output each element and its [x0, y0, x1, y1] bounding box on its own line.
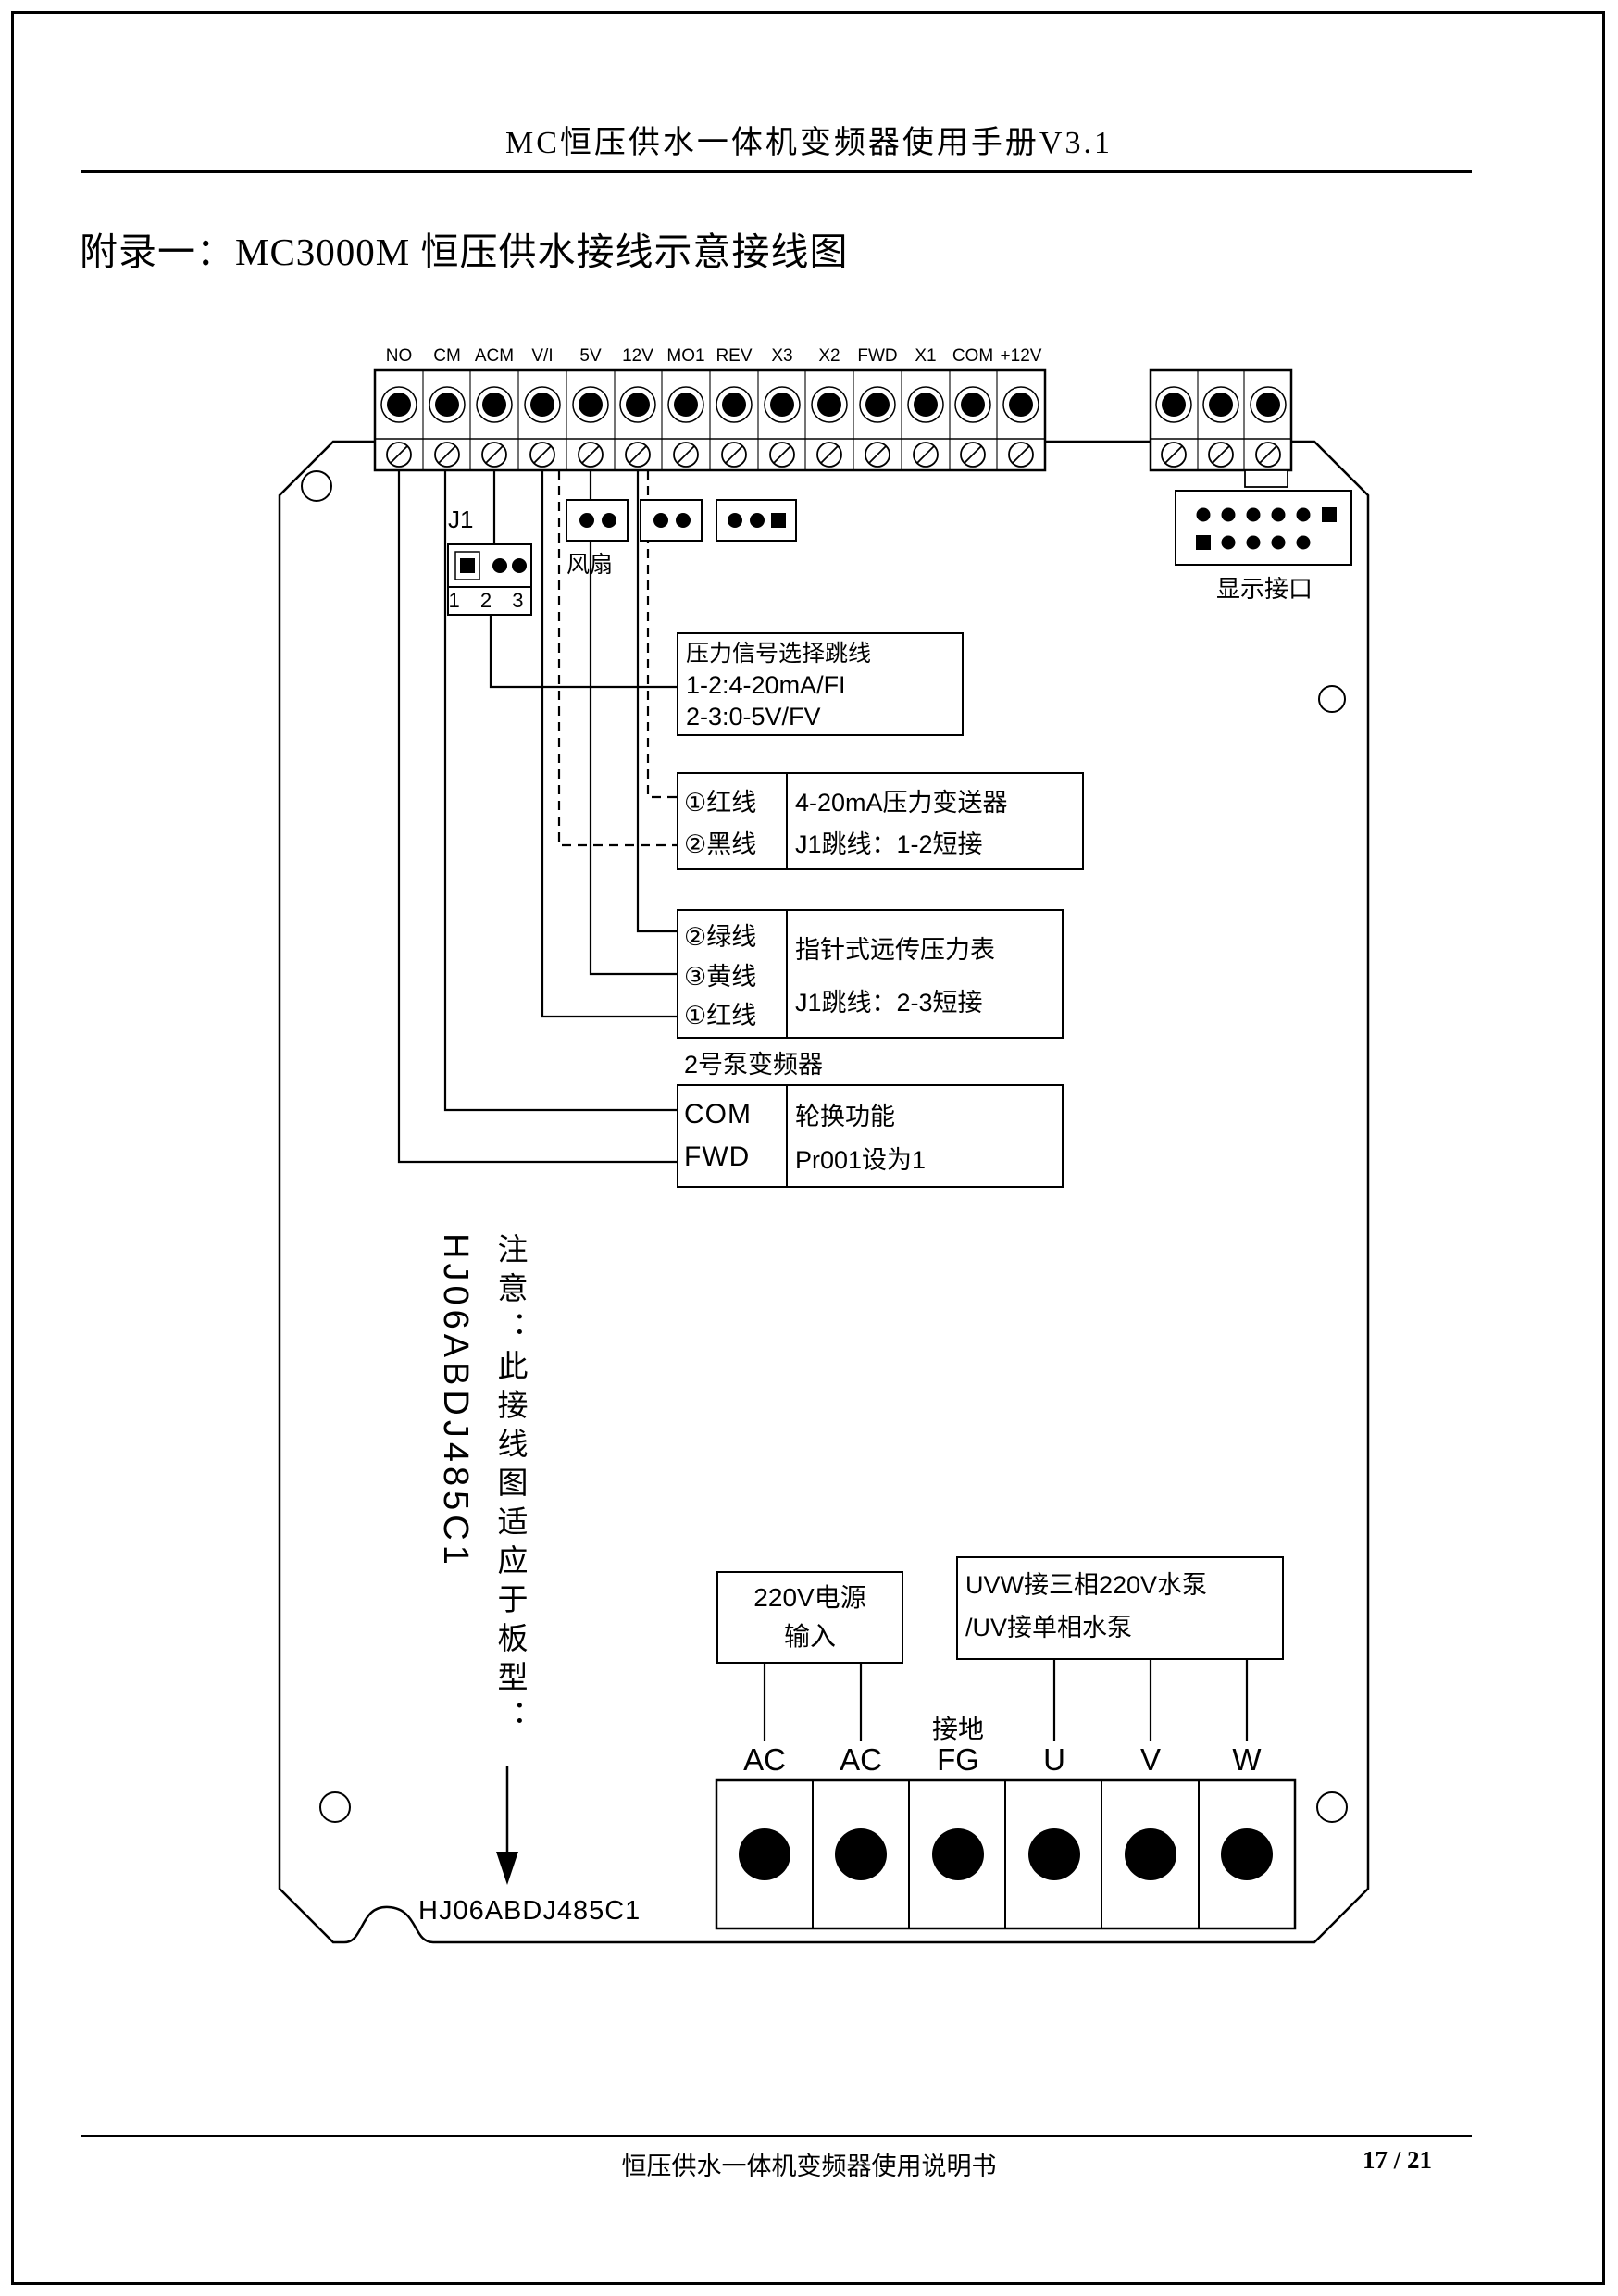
board-model-vertical-text: HJ06ABDJ485C1 [436, 1233, 475, 1569]
j1-label: J1 [448, 505, 474, 533]
pump-output-line-1: UVW接三相220V水泵 [965, 1571, 1208, 1599]
fan-label: 风扇 [566, 552, 614, 578]
power-terminal-label: W [1232, 1742, 1262, 1777]
fan-connectors [566, 499, 797, 542]
transmitter-desc-1: 4-20mA压力变送器 [795, 788, 1008, 817]
aux-terminal-block [1149, 368, 1293, 488]
gauge-desc-1: 指针式远传压力表 [795, 936, 995, 964]
terminal-label: X1 [915, 346, 937, 366]
pump-output-box: UVW接三相220V水泵 /UV接单相水泵 [956, 1556, 1284, 1660]
note-arrow-icon [496, 1766, 518, 1885]
gauge-wire-3: ①红线 [684, 1002, 757, 1030]
power-terminal-label: U [1043, 1742, 1065, 1777]
power-terminal-label: AC [840, 1742, 882, 1777]
header-rule [81, 170, 1472, 173]
terminal-label: FWD [857, 346, 898, 366]
power-terminal-block [715, 1778, 1297, 1930]
terminal-label: 12V [622, 346, 653, 366]
pressure-jumper-option-2: 2-3:0-5V/FV [686, 703, 821, 730]
terminal-label: +12V [1000, 346, 1042, 366]
signal-wires [397, 470, 677, 1164]
j1-pin-numbers: 1 2 3 [448, 589, 531, 612]
pump2-box: COM FWD 轮换功能 Pr001设为1 [677, 1084, 1064, 1188]
terminal-label: NO [385, 346, 413, 366]
terminal-label: REV [716, 346, 753, 366]
gauge-wire-1: ②绿线 [684, 922, 757, 951]
terminal-label: CM [433, 346, 461, 366]
board-model-bottom-text: HJ06ABDJ485C1 [418, 1896, 641, 1926]
page-header: MC恒压供水一体机变频器使用手册V3.1 [505, 126, 1113, 160]
power-terminal-label: AC [743, 1742, 786, 1777]
transmitter-desc-2: J1跳线：1-2短接 [795, 830, 983, 859]
power-wires [763, 1660, 1249, 1741]
pressure-jumper-box: 压力信号选择跳线 1-2:4-20mA/FI 2-3:0-5V/FV [677, 632, 964, 736]
footer-page-number: 17 / 21 [1363, 2146, 1433, 2174]
pump2-desc-1: 轮换功能 [795, 1102, 895, 1130]
transmitter-wire-2: ②黑线 [684, 830, 757, 859]
appendix-title: 附录一：MC3000M 恒压供水接线示意接线图 [80, 231, 849, 273]
power-terminal-label: V [1139, 1742, 1162, 1777]
terminal-label: 5V [579, 346, 602, 366]
power-terminal-label: FG [937, 1742, 979, 1777]
terminal-label: COM [952, 346, 994, 366]
pump2-inverter-label: 2号泵变频器 [684, 1051, 824, 1079]
pressure-jumper-title: 压力信号选择跳线 [686, 641, 872, 667]
circuit-board-outline [278, 440, 1370, 1944]
gauge-wire-2: ③黄线 [684, 962, 757, 991]
pressure-jumper-option-1: 1-2:4-20mA/FI [686, 671, 846, 699]
j1-jumper [447, 543, 532, 616]
power-input-box: 220V电源 输入 [716, 1571, 903, 1664]
terminal-label: X3 [771, 346, 793, 366]
page-border [11, 11, 1605, 2285]
power-input-line-1: 220V电源 [753, 1583, 866, 1612]
mounting-holes [301, 470, 1348, 1823]
ground-label: 接地 [931, 1715, 985, 1743]
footer-doc-title: 恒压供水一体机变频器使用说明书 [621, 2152, 997, 2180]
pump-output-line-2: /UV接单相水泵 [965, 1614, 1133, 1641]
gauge-box: ②绿线 ③黄线 ①红线 指针式远传压力表 J1跳线：2-3短接 [677, 909, 1064, 1039]
pump2-terminal-fwd: FWD [684, 1142, 751, 1172]
display-connector [1175, 490, 1352, 566]
note-vertical-text: 注意：此接线图适应于板型： [493, 1233, 528, 1739]
transmitter-wire-1: ①红线 [684, 788, 757, 817]
terminal-label: MO1 [666, 346, 705, 366]
pump2-terminal-com: COM [684, 1099, 752, 1129]
terminal-label: ACM [474, 346, 515, 366]
pump2-desc-2: Pr001设为1 [795, 1146, 927, 1175]
control-terminal-strip [373, 368, 1047, 472]
gauge-desc-2: J1跳线：2-3短接 [795, 989, 983, 1017]
power-input-line-2: 输入 [783, 1622, 836, 1651]
terminal-label: X2 [818, 346, 840, 366]
transmitter-box: ①红线 ②黑线 4-20mA压力变送器 J1跳线：1-2短接 [677, 772, 1084, 870]
display-port-label: 显示接口 [1215, 575, 1313, 603]
terminal-label: V/I [531, 346, 554, 366]
footer-rule [81, 2135, 1472, 2137]
